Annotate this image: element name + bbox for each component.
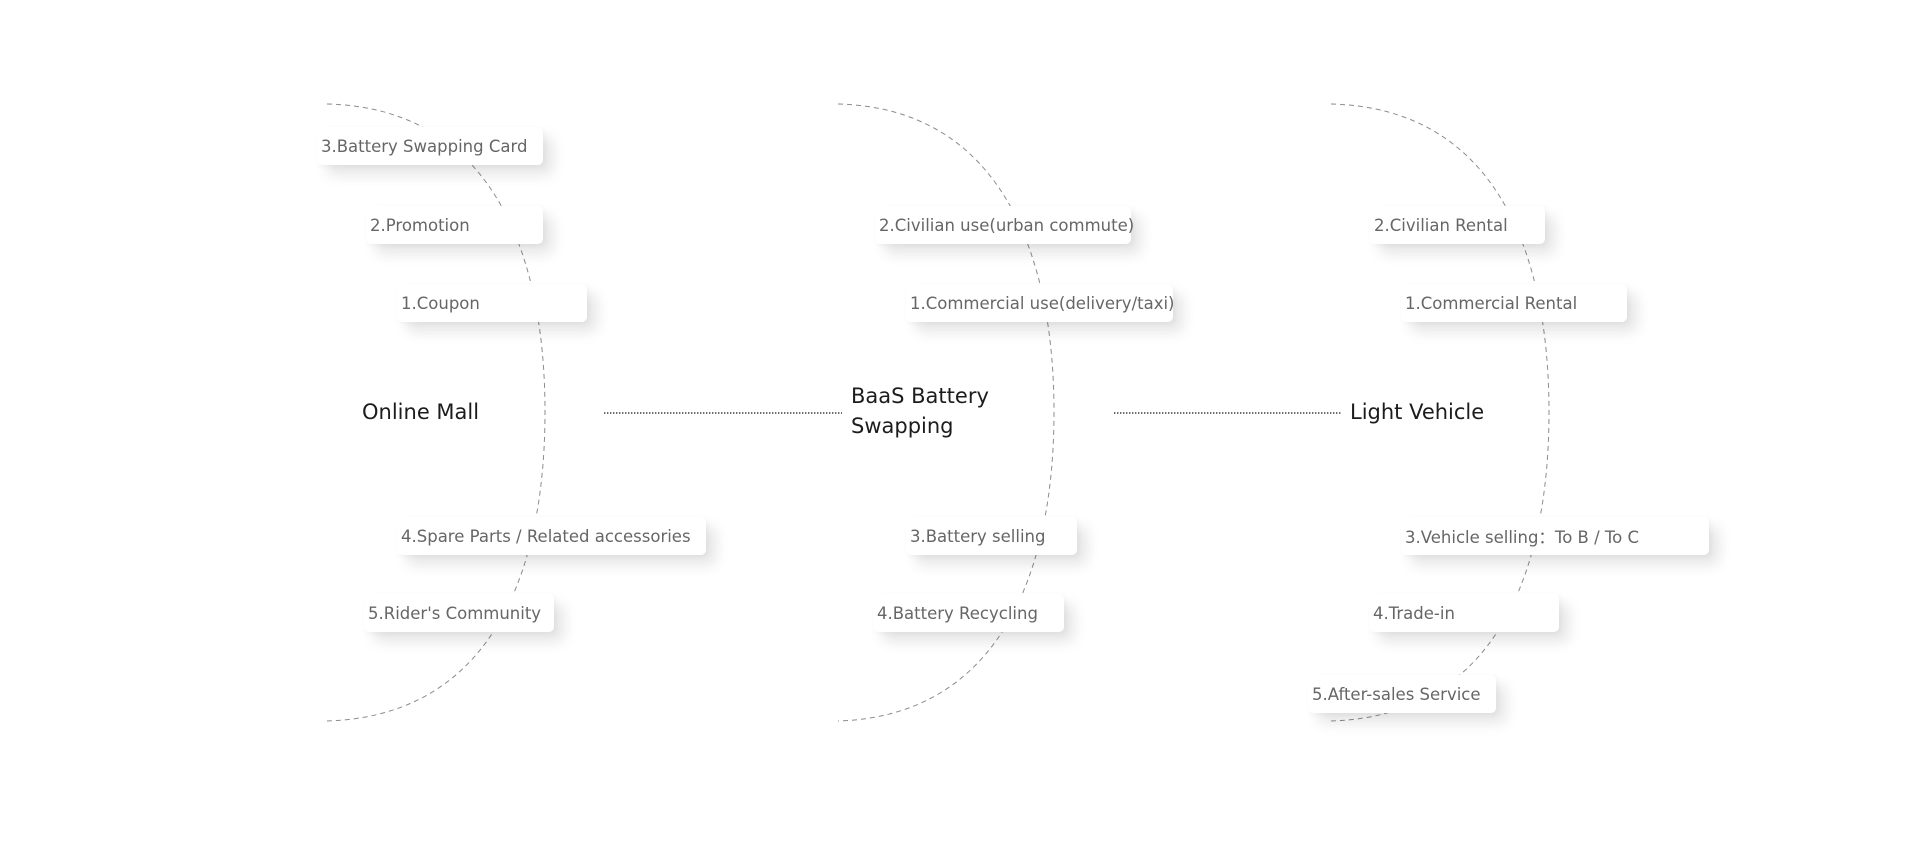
light-vehicle-hub[interactable]: Light Vehicle	[1350, 400, 1485, 424]
battery-swapping-card-item[interactable]: 3.Battery Swapping Card	[317, 127, 543, 165]
riders-community-item[interactable]: 5.Rider's Community	[364, 594, 554, 632]
battery-selling-item[interactable]: 3.Battery selling	[906, 517, 1077, 555]
civilian-rental-item[interactable]: 2.Civilian Rental	[1370, 206, 1545, 244]
vehicle-selling-item[interactable]: 3.Vehicle selling：To B / To C	[1401, 517, 1709, 555]
after-sales-service-item[interactable]: 5.After-sales Service	[1308, 675, 1496, 713]
spare-parts-item[interactable]: 4.Spare Parts / Related accessories	[397, 517, 706, 555]
online-mall-hub[interactable]: Online Mall	[362, 400, 480, 424]
light-vehicle-arc	[1330, 103, 1550, 722]
trade-in-item[interactable]: 4.Trade-in	[1369, 594, 1559, 632]
commercial-use-item[interactable]: 1.Commercial use(delivery/taxi)	[906, 284, 1175, 322]
civilian-use-item[interactable]: 2.Civilian use(urban commute)	[875, 206, 1134, 244]
baas-battery-swapping-arc	[837, 103, 1055, 722]
baas-battery-swapping-hub[interactable]: BaaS Battery Swapping	[851, 384, 989, 438]
battery-recycling-item[interactable]: 4.Battery Recycling	[873, 594, 1064, 632]
promotion-item[interactable]: 2.Promotion	[366, 206, 543, 244]
coupon-item[interactable]: 1.Coupon	[397, 284, 587, 322]
online-mall-arc	[326, 103, 546, 722]
commercial-rental-item[interactable]: 1.Commercial Rental	[1401, 284, 1627, 322]
